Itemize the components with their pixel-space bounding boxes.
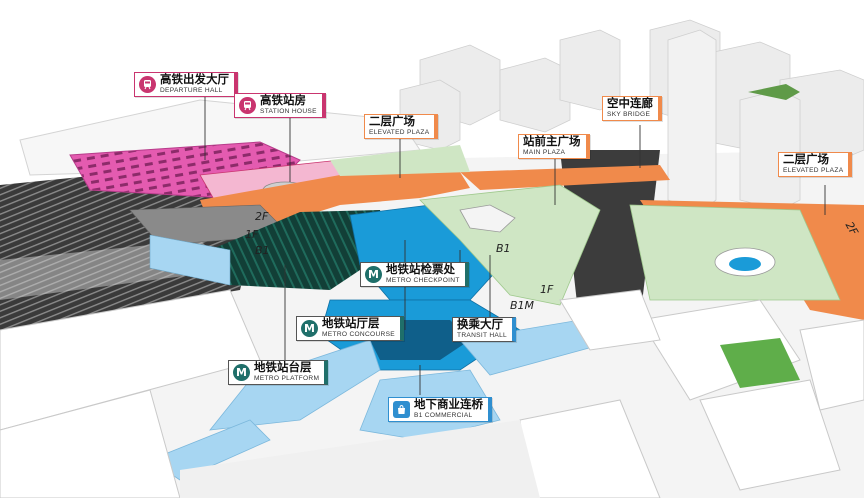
callout-departure-hall-cn: 高铁出发大厅 (160, 74, 229, 86)
callout-elevated-plaza-right-en: ELEVATED PLAZA (783, 166, 844, 174)
callout-transit-hall: 换乘大厅 TRANSIT HALL (452, 317, 517, 343)
floor-label-2f-left: 2F (255, 210, 269, 223)
green-courtyard (720, 338, 800, 388)
callout-main-plaza-en: MAIN PLAZA (523, 148, 566, 156)
callout-metro-checkpoint-en: METRO CHECKPOINT (386, 276, 460, 284)
callout-elevated-plaza-left-en: ELEVATED PLAZA (369, 128, 430, 136)
metro-icon: M (233, 364, 250, 382)
sky-bridge (460, 165, 670, 190)
foreground-buildings (0, 289, 864, 498)
callout-main-plaza-cn: 站前主广场 (523, 136, 581, 148)
elevated-road (560, 150, 660, 330)
floor-label-1f-center: 1F (540, 283, 554, 296)
callout-departure-hall: 高铁出发大厅 DEPARTURE HALL (134, 72, 238, 98)
highrise-tower-2 (739, 89, 801, 211)
metro-icon: M (301, 320, 318, 338)
callout-sky-bridge: 空中连廊 SKY BRIDGE (602, 96, 662, 122)
callout-station-house-en: STATION HOUSE (260, 107, 317, 115)
callout-main-plaza: 站前主广场 MAIN PLAZA (518, 134, 590, 160)
callout-b1-commercial-cn: 地下商业连桥 (414, 399, 483, 411)
callout-metro-checkpoint-cn: 地铁站检票处 (386, 264, 455, 276)
callout-metro-checkpoint: M 地铁站检票处 METRO CHECKPOINT (360, 262, 469, 288)
callout-elevated-plaza-left-cn: 二层广场 (369, 116, 415, 128)
train-icon (139, 76, 156, 94)
road-bottom (180, 420, 540, 498)
callout-metro-concourse: M 地铁站厅层 METRO CONCOURSE (296, 316, 405, 342)
floor-label-1f-left: 1F (245, 228, 259, 241)
callout-transit-hall-cn: 换乘大厅 (457, 319, 503, 331)
plaza-pond-water (729, 257, 761, 271)
floor-label-b1m: B1M (510, 299, 535, 312)
b1-left-band (149, 234, 231, 286)
metro-icon: M (365, 266, 382, 284)
callout-station-house-cn: 高铁站房 (260, 95, 306, 107)
floor-label-b1-center: B1 (496, 242, 511, 255)
highrise-tower (667, 29, 717, 213)
callout-metro-concourse-cn: 地铁站厅层 (322, 318, 380, 330)
floor-label-b1-left: B1 (255, 244, 270, 257)
callout-elevated-plaza-right-cn: 二层广场 (783, 154, 829, 166)
callout-departure-hall-en: DEPARTURE HALL (160, 86, 223, 94)
green-roof (748, 84, 800, 100)
callout-elevated-plaza-right: 二层广场 ELEVATED PLAZA (778, 152, 853, 178)
shop-icon (393, 401, 410, 419)
plaza-canopy (459, 204, 516, 233)
callout-sky-bridge-en: SKY BRIDGE (607, 110, 651, 118)
callout-sky-bridge-cn: 空中连廊 (607, 98, 653, 110)
callout-metro-platform-en: METRO PLATFORM (254, 374, 320, 382)
train-icon (239, 97, 256, 115)
callout-transit-hall-en: TRANSIT HALL (457, 331, 508, 339)
metro-concourse-floor (210, 210, 390, 290)
callout-b1-commercial-en: B1 COMMERCIAL (414, 411, 473, 419)
callout-station-house: 高铁站房 STATION HOUSE (234, 93, 326, 119)
callout-metro-platform: M 地铁站台层 METRO PLATFORM (228, 360, 329, 386)
callout-b1-commercial: 地下商业连桥 B1 COMMERCIAL (388, 397, 492, 423)
callout-metro-platform-cn: 地铁站台层 (254, 362, 312, 374)
callout-elevated-plaza-left: 二层广场 ELEVATED PLAZA (364, 114, 439, 140)
callout-metro-concourse-en: METRO CONCOURSE (322, 330, 396, 338)
